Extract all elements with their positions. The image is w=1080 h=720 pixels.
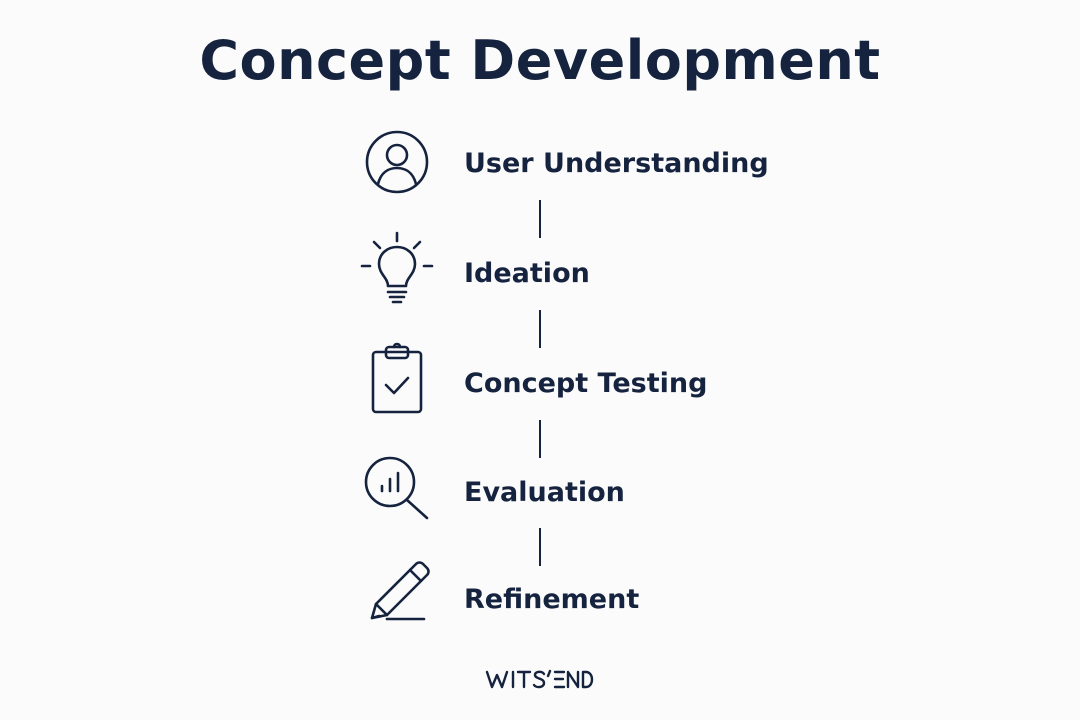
step-label-ideation: Ideation (464, 258, 590, 289)
connector-line (539, 420, 541, 458)
step-label-evaluation: Evaluation (464, 477, 625, 508)
lightbulb-icon (357, 230, 437, 310)
magnifier-chart-icon (357, 450, 437, 530)
diagram-title: Concept Development (199, 29, 881, 92)
brand-logo (0, 664, 1080, 692)
connector-line (539, 310, 541, 348)
step-label-user-understanding: User Understanding (464, 148, 769, 179)
pencil-icon (357, 556, 437, 636)
connector-line (539, 528, 541, 566)
connector-line (539, 200, 541, 238)
user-icon (357, 122, 437, 202)
witsend-wordmark (485, 669, 594, 689)
clipboard-check-icon (357, 340, 437, 420)
step-label-concept-testing: Concept Testing (464, 368, 708, 399)
step-label-refinement: Refinement (464, 584, 640, 615)
